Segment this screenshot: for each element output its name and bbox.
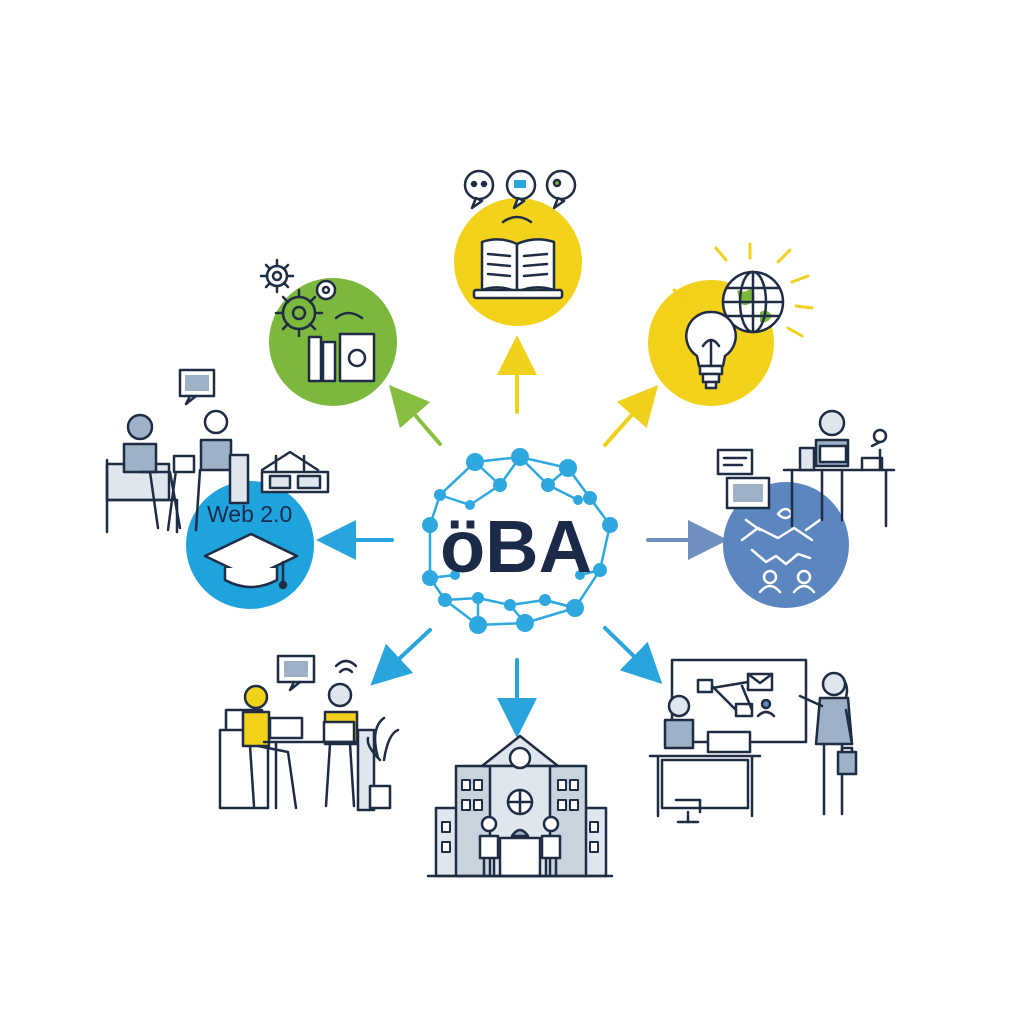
handshake-node bbox=[723, 482, 849, 608]
discussion-icon bbox=[463, 169, 577, 210]
meeting-presentation-icon bbox=[648, 658, 858, 824]
web-label: Web 2.0 bbox=[207, 501, 292, 527]
arrows bbox=[316, 335, 728, 738]
desk-worker-scene bbox=[716, 409, 896, 528]
book-icon bbox=[472, 215, 564, 300]
binders-icon bbox=[307, 311, 376, 383]
center-label: öBA bbox=[440, 505, 592, 588]
graduation-cap-icon bbox=[203, 532, 299, 590]
arrow-lower-right bbox=[603, 626, 663, 684]
book-node bbox=[454, 169, 582, 326]
globe-icon bbox=[721, 270, 785, 334]
gears-binders-node bbox=[259, 258, 397, 406]
lightbulb-icon bbox=[685, 310, 737, 390]
light-rays bbox=[672, 242, 814, 338]
university-building-icon bbox=[426, 734, 614, 878]
lightbulb-globe-node bbox=[648, 242, 814, 406]
arrow-upper-left bbox=[388, 384, 442, 446]
arrow-upper-right bbox=[603, 385, 659, 447]
arrow-lower-left bbox=[370, 628, 432, 686]
sofa-discussion-scene bbox=[105, 368, 250, 534]
web-graduation-node: Web 2.0 bbox=[186, 481, 314, 609]
coworking-laptop-icon bbox=[218, 654, 400, 812]
laptop-desk-small bbox=[260, 450, 330, 494]
central-network-nodes bbox=[422, 448, 618, 634]
gears-icon bbox=[259, 258, 337, 338]
